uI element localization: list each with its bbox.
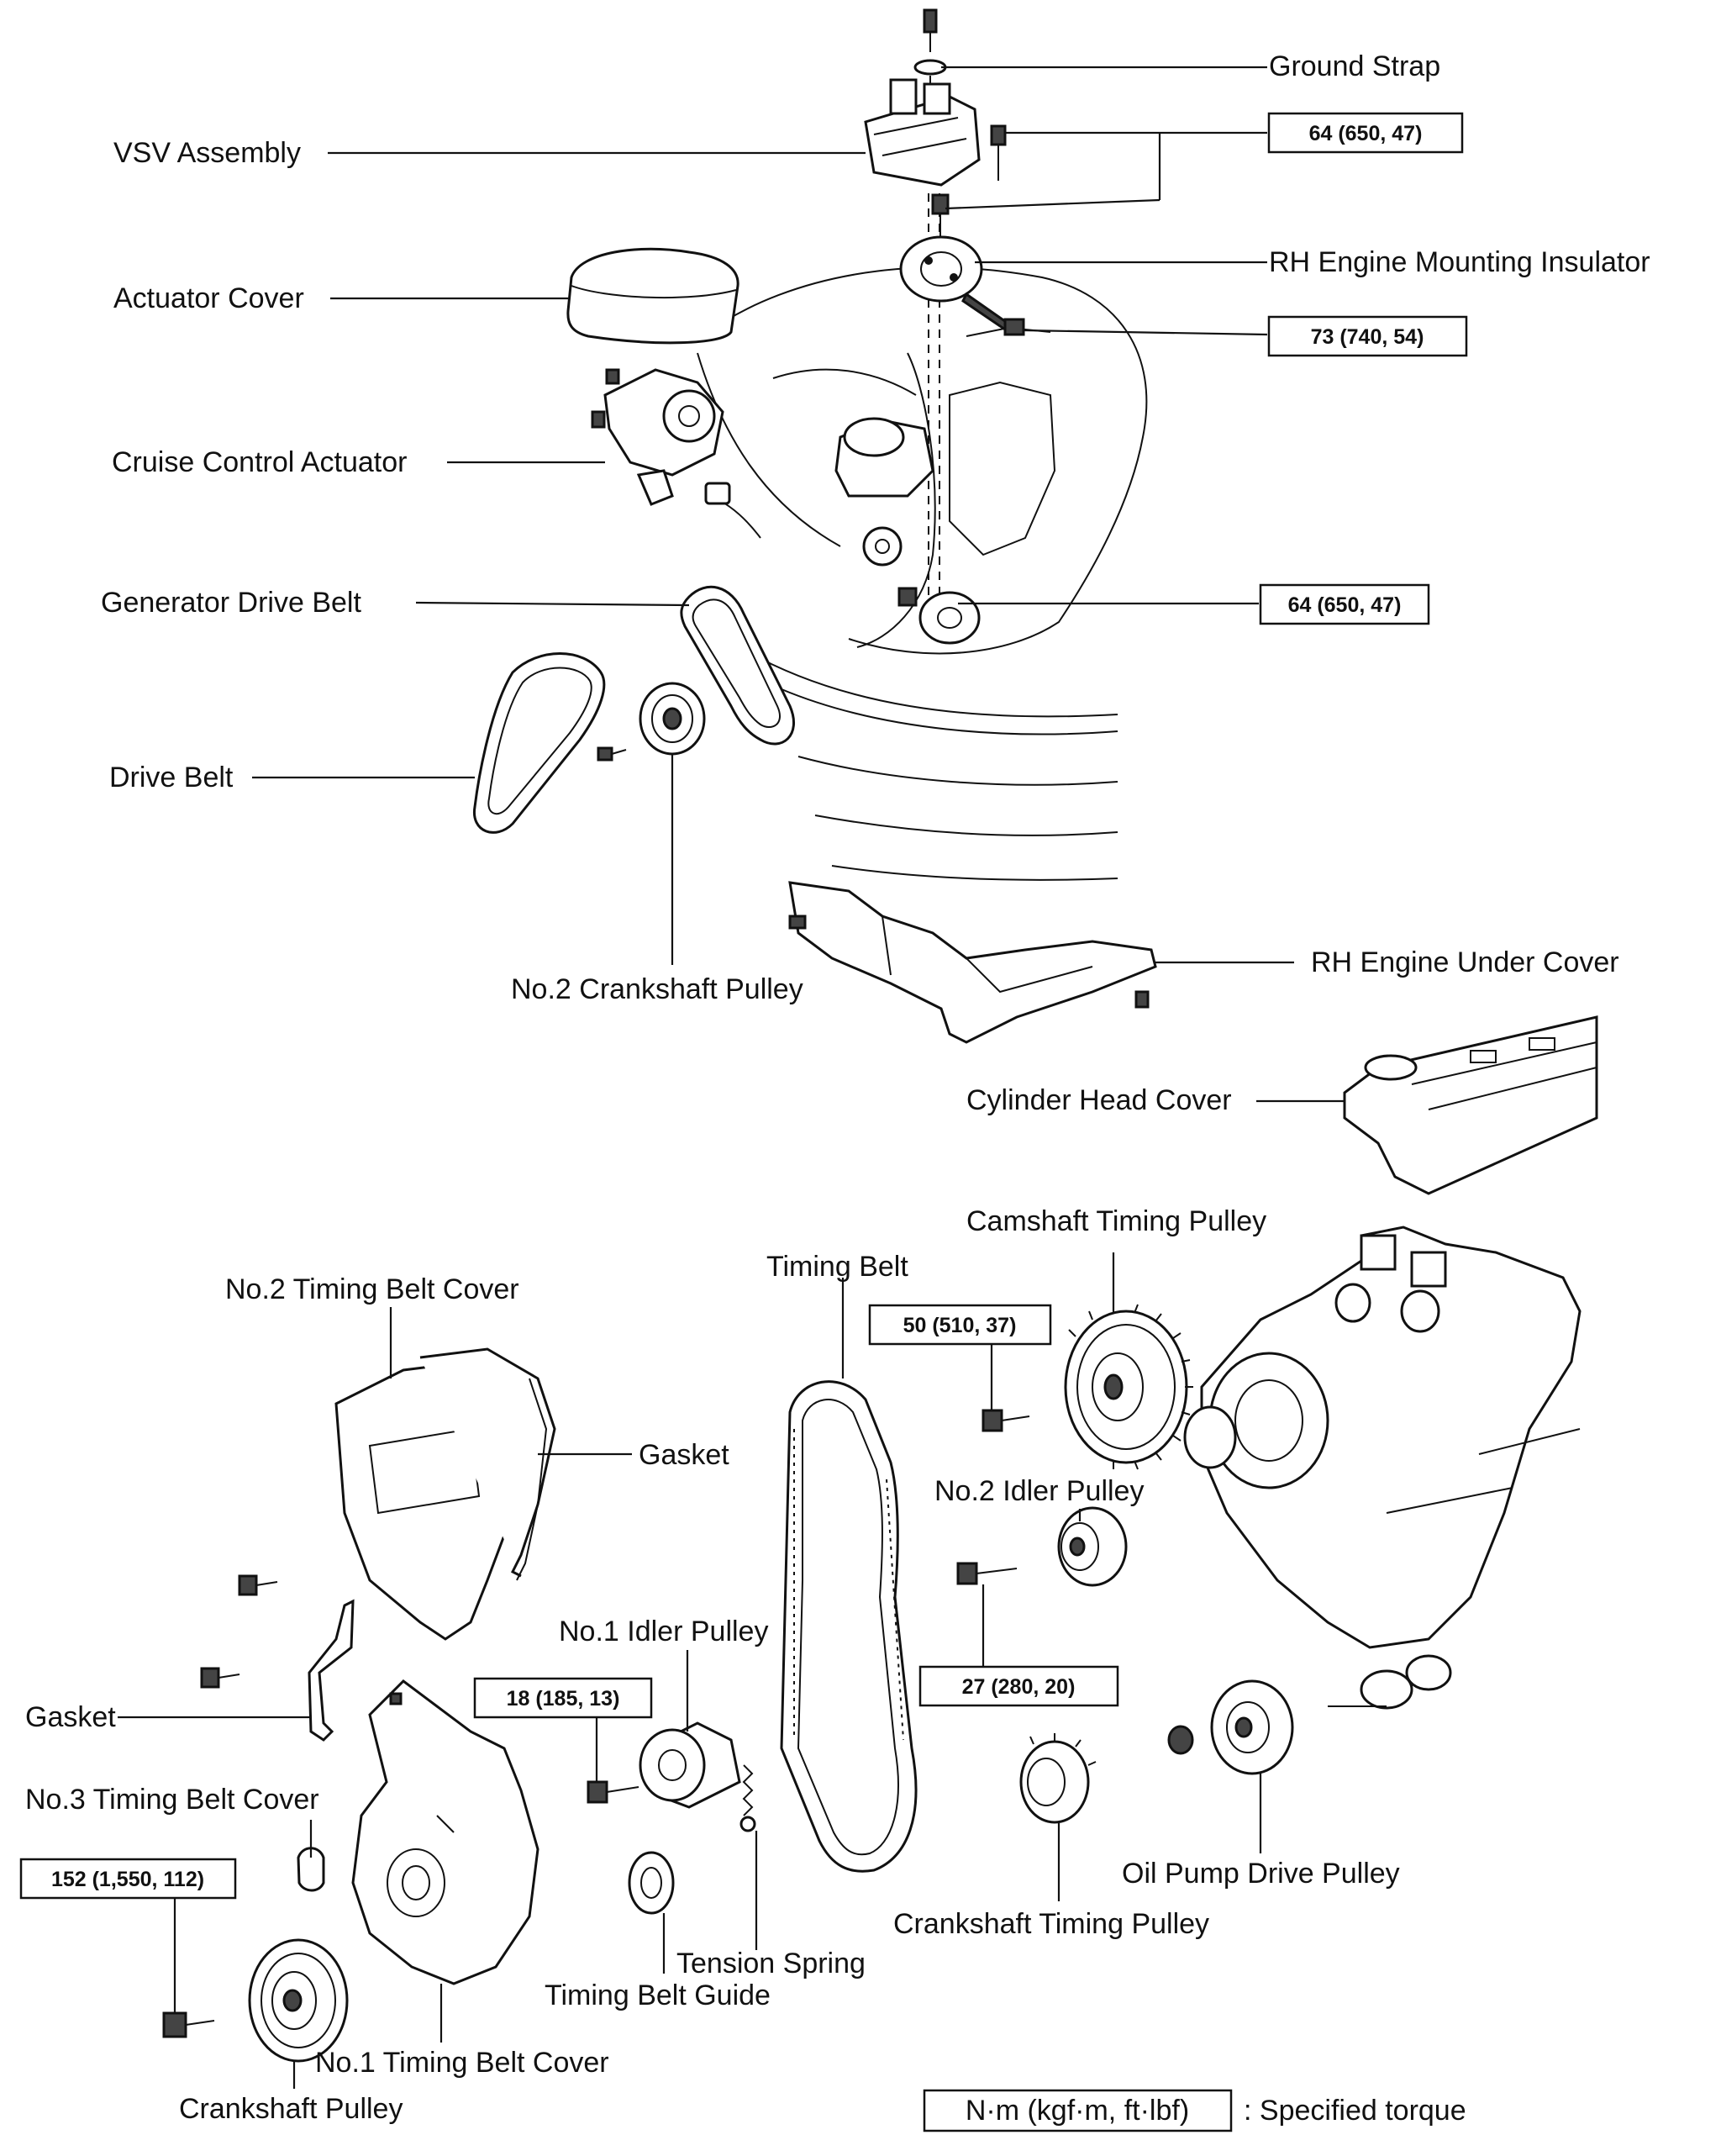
label-no1-idler-pulley: No.1 Idler Pulley — [559, 1616, 768, 1647]
label-crankshaft-pulley: Crankshaft Pulley — [179, 2093, 403, 2125]
camshaft-timing-pulley-part — [1064, 1304, 1193, 1470]
crankshaft-pulley-part — [248, 1938, 349, 2063]
crankshaft-timing-pulley-part — [1019, 1733, 1097, 1824]
torque-box-camshaft: 50 (510, 37) — [868, 1304, 1052, 1346]
label-ground-strap: Ground Strap — [1269, 50, 1440, 82]
torque-idler2: 27 (280, 20) — [962, 1675, 1076, 1699]
engine-block-lower-part — [1183, 1226, 1582, 1710]
oil-pump-nut — [1167, 1725, 1194, 1755]
torque-camshaft: 50 (510, 37) — [903, 1314, 1017, 1337]
no1-timing-belt-cover-part — [351, 1679, 539, 1985]
no2-idler-pulley-part — [1057, 1506, 1128, 1587]
actuator-bracket-part — [834, 417, 934, 567]
actuator-cover-part — [566, 247, 739, 345]
label-no3-timing-belt-cover: No.3 Timing Belt Cover — [25, 1784, 319, 1816]
drive-belt-part — [473, 652, 606, 834]
gasket-lower-part — [308, 1599, 355, 1742]
timing-belt-part — [780, 1380, 918, 1873]
label-actuator-cover: Actuator Cover — [113, 282, 304, 314]
small-bolt-upper — [597, 746, 627, 762]
torque-insulator: 73 (740, 54) — [1311, 325, 1424, 349]
torque-vsv: 64 (650, 47) — [1309, 122, 1423, 145]
oil-pump-drive-pulley-part — [1210, 1679, 1294, 1775]
torque-box-mount: 64 (650, 47) — [1259, 583, 1430, 625]
no3-timing-belt-cover-part — [297, 1847, 325, 1892]
label-no1-timing-belt-cover: No.1 Timing Belt Cover — [315, 2047, 609, 2079]
label-rh-engine-mounting-insulator: RH Engine Mounting Insulator — [1269, 246, 1650, 278]
legend-description: : Specified torque — [1244, 2095, 1466, 2127]
label-oil-pump-drive-pulley: Oil Pump Drive Pulley — [1122, 1858, 1400, 1890]
generator-drive-belt-part — [680, 585, 796, 746]
rh-engine-under-cover-part — [788, 881, 1157, 1044]
no1-idler-pulley-part — [639, 1721, 741, 1809]
torque-idler1: 18 (185, 13) — [507, 1687, 620, 1711]
label-no2-idler-pulley: No.2 Idler Pulley — [934, 1475, 1144, 1507]
label-cylinder-head-cover: Cylinder Head Cover — [966, 1084, 1232, 1116]
cylinder-head-cover-part — [1343, 1015, 1598, 1195]
label-no2-crankshaft-pulley: No.2 Crankshaft Pulley — [511, 973, 803, 1005]
label-timing-belt-guide: Timing Belt Guide — [545, 1979, 771, 2011]
no2-crankshaft-pulley-part — [639, 682, 706, 756]
timing-belt-guide-part — [628, 1851, 675, 1915]
cover-bolt-1 — [238, 1574, 258, 1596]
gasket-upper-part — [516, 1378, 548, 1581]
vsv-assembly-part — [864, 78, 981, 187]
no2-timing-belt-cover-part — [334, 1347, 556, 1641]
torque-box-insulator: 73 (740, 54) — [1267, 315, 1468, 357]
label-drive-belt: Drive Belt — [109, 762, 234, 793]
idler1-bolt — [587, 1780, 639, 1804]
label-cruise-control-actuator: Cruise Control Actuator — [112, 446, 408, 478]
cruise-control-actuator-part — [591, 368, 761, 539]
torque-legend: N·m (kgf·m, ft·lbf) : Specified torque — [923, 2089, 1466, 2132]
label-camshaft-timing-pulley: Camshaft Timing Pulley — [966, 1205, 1266, 1237]
leader-lines — [118, 66, 1345, 2089]
torque-crank: 152 (1,550, 112) — [51, 1868, 204, 1891]
torque-box-vsv: 64 (650, 47) — [1267, 112, 1464, 154]
label-generator-drive-belt: Generator Drive Belt — [101, 587, 361, 619]
camshaft-bolt — [982, 1409, 1030, 1432]
label-vsv-assembly: VSV Assembly — [113, 137, 301, 169]
cover-bolt-2 — [200, 1667, 220, 1689]
legend-units: N·m (kgf·m, ft·lbf) — [966, 2095, 1189, 2127]
label-gasket-lower: Gasket — [25, 1701, 116, 1733]
label-no2-timing-belt-cover: No.2 Timing Belt Cover — [225, 1273, 519, 1305]
engine-block-upper-sketch — [697, 266, 1148, 881]
torque-mount: 64 (650, 47) — [1288, 593, 1402, 617]
mount-bolt-lower — [897, 587, 981, 645]
label-rh-engine-under-cover: RH Engine Under Cover — [1311, 946, 1619, 978]
label-timing-belt: Timing Belt — [766, 1251, 908, 1283]
label-crankshaft-timing-pulley: Crankshaft Timing Pulley — [893, 1908, 1209, 1940]
label-gasket-upper: Gasket — [639, 1439, 729, 1471]
crank-bolt — [162, 2011, 215, 2038]
idler2-bolt — [956, 1562, 1018, 1585]
torque-box-crank: 152 (1,550, 112) — [19, 1858, 237, 1900]
label-tension-spring: Tension Spring — [676, 1948, 866, 1979]
vsv-bolt — [990, 124, 1007, 181]
tension-spring-part — [739, 1764, 756, 1832]
torque-box-idler1: 18 (185, 13) — [473, 1677, 653, 1719]
rh-engine-mounting-insulator-part — [899, 235, 1025, 336]
torque-box-idler2: 27 (280, 20) — [918, 1665, 1119, 1707]
